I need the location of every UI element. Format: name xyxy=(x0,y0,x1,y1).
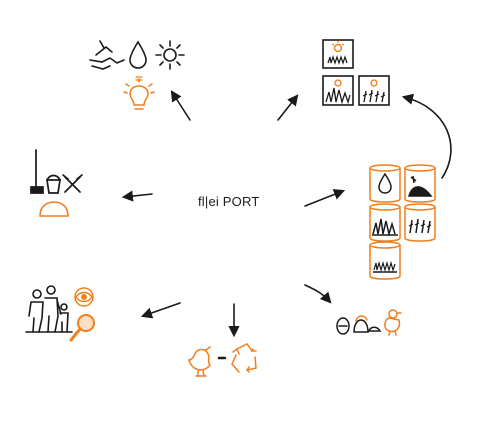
water-drop-container-icon xyxy=(369,164,401,203)
storage-group xyxy=(369,164,436,280)
water-drop-icon xyxy=(129,40,147,69)
arrow-to-people xyxy=(140,302,181,319)
eye-icon xyxy=(74,287,94,307)
hatching-egg-icon xyxy=(353,315,382,333)
family-icon xyxy=(25,285,73,333)
arrow-to-growth xyxy=(277,94,299,121)
recycle-icon xyxy=(231,343,257,373)
plant-box-icon xyxy=(322,39,354,69)
sun-icon xyxy=(155,40,185,70)
grass-container-icon xyxy=(369,203,401,242)
center-label: fl|ei PORT xyxy=(198,194,260,209)
arrow-to-tools xyxy=(121,190,153,202)
people-group xyxy=(25,285,95,342)
tools-group xyxy=(30,149,83,217)
bucket-icon xyxy=(46,174,61,194)
pile-container-icon xyxy=(404,164,436,203)
arrow-to-resources xyxy=(170,90,191,121)
chicken-icon xyxy=(188,346,211,377)
grain-box-icon xyxy=(358,75,390,106)
grain-container-icon xyxy=(404,203,436,242)
eggs-group xyxy=(336,309,402,336)
resources-group xyxy=(89,40,185,110)
magnifier-icon xyxy=(69,314,95,342)
broom-icon xyxy=(30,149,44,194)
arrow-to-storage xyxy=(304,189,346,207)
chick-icon xyxy=(384,309,402,336)
cycle-group xyxy=(188,343,257,377)
sprout-container-icon xyxy=(369,241,401,280)
tap-icon xyxy=(89,40,125,70)
egg-icon xyxy=(336,317,350,335)
light-bulb-icon xyxy=(123,78,155,110)
grass-box-icon xyxy=(322,75,354,106)
bread-icon xyxy=(39,201,69,217)
arrow-to-eggs xyxy=(304,284,332,304)
tools-icon xyxy=(62,174,83,193)
growth-stack-group xyxy=(322,39,390,106)
arrow-storage-to-growth xyxy=(401,93,452,179)
